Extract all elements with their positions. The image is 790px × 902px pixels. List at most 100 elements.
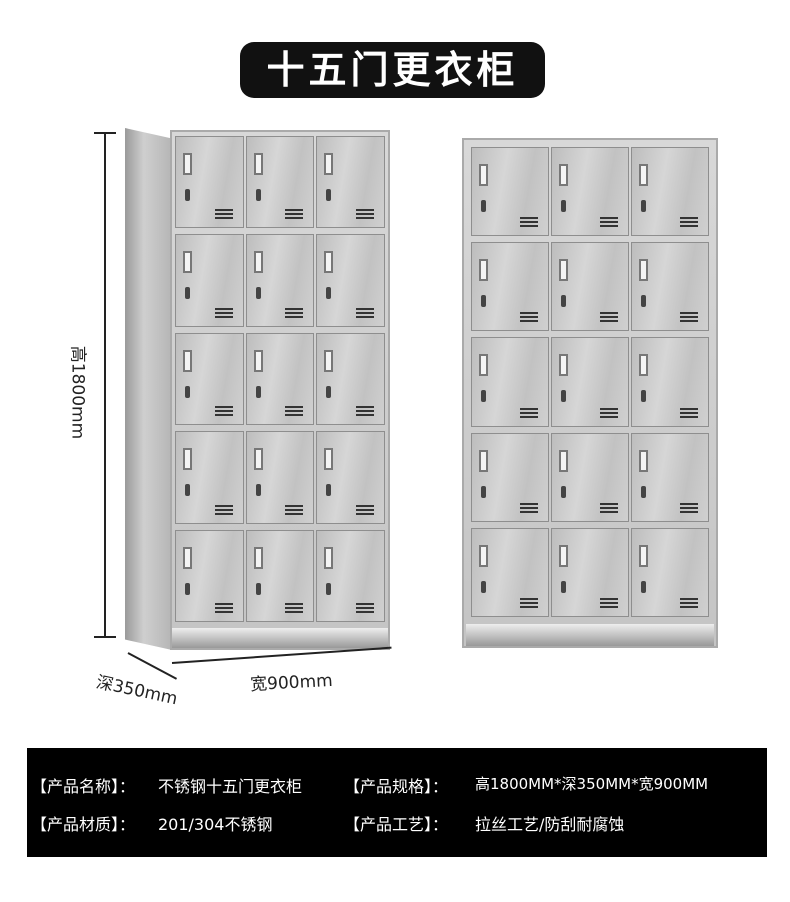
- lock-icon: [561, 390, 566, 403]
- locker-door[interactable]: [316, 529, 385, 622]
- locker-door[interactable]: [175, 234, 244, 327]
- door-handle-icon[interactable]: [183, 448, 192, 471]
- door-handle-icon[interactable]: [639, 164, 648, 186]
- door-handle-icon[interactable]: [639, 354, 648, 377]
- vent-icon: [355, 504, 374, 515]
- locker-door[interactable]: [471, 337, 549, 427]
- locker-door[interactable]: [551, 147, 629, 237]
- locker-door[interactable]: [471, 527, 549, 617]
- lock-icon: [481, 390, 486, 403]
- locker-door[interactable]: [471, 432, 549, 522]
- locker-door[interactable]: [175, 431, 244, 524]
- locker-door[interactable]: [245, 136, 315, 229]
- door-handle-icon[interactable]: [479, 354, 488, 377]
- name-value: 不锈钢十五门更衣柜: [158, 777, 303, 796]
- vent-icon: [600, 217, 618, 228]
- door-handle-icon[interactable]: [559, 259, 568, 282]
- locker-door[interactable]: [245, 234, 315, 327]
- vent-icon: [520, 312, 538, 323]
- vent-icon: [214, 504, 233, 515]
- door-handle-icon[interactable]: [253, 349, 263, 372]
- lock-icon: [481, 295, 486, 308]
- door-handle-icon[interactable]: [183, 251, 192, 274]
- door-handle-icon[interactable]: [183, 349, 192, 372]
- locker-door[interactable]: [316, 332, 385, 426]
- lock-icon: [641, 200, 646, 212]
- door-handle-icon[interactable]: [639, 449, 648, 472]
- lock-icon: [561, 485, 566, 498]
- locker-door[interactable]: [245, 529, 315, 622]
- locker-door[interactable]: [551, 432, 629, 522]
- door-handle-icon[interactable]: [324, 251, 334, 274]
- vent-icon: [680, 597, 698, 608]
- dimension-tick: [94, 132, 116, 134]
- cabinet-side-panel: [125, 128, 172, 650]
- door-handle-icon[interactable]: [559, 354, 568, 377]
- locker-door[interactable]: [316, 431, 385, 524]
- locker-door[interactable]: [551, 242, 629, 332]
- vent-icon: [520, 407, 538, 418]
- door-handle-icon[interactable]: [324, 153, 334, 175]
- vent-icon: [214, 307, 233, 318]
- door-handle-icon[interactable]: [479, 164, 488, 186]
- door-handle-icon[interactable]: [324, 546, 334, 569]
- lock-icon: [481, 485, 486, 498]
- door-handle-icon[interactable]: [253, 448, 263, 471]
- door-handle-icon[interactable]: [253, 251, 263, 274]
- lock-icon: [255, 582, 261, 595]
- door-handle-icon[interactable]: [639, 544, 648, 567]
- door-handle-icon[interactable]: [253, 546, 263, 569]
- cabinet-base: [172, 628, 388, 648]
- door-handle-icon[interactable]: [324, 349, 334, 372]
- locker-door[interactable]: [245, 431, 315, 524]
- vent-icon: [680, 217, 698, 228]
- lock-icon: [561, 200, 566, 212]
- door-handle-icon[interactable]: [479, 449, 488, 472]
- vent-icon: [600, 407, 618, 418]
- locker-door[interactable]: [316, 234, 385, 327]
- door-handle-icon[interactable]: [183, 153, 192, 175]
- door-handle-icon[interactable]: [559, 164, 568, 186]
- vent-icon: [680, 312, 698, 323]
- craft-label: 【产品工艺】：: [344, 815, 449, 834]
- lock-icon: [255, 287, 261, 300]
- locker-door[interactable]: [631, 337, 709, 427]
- lock-icon: [185, 484, 190, 497]
- door-handle-icon[interactable]: [183, 546, 192, 569]
- product-info-panel: 【产品名称】： 不锈钢十五门更衣柜 【产品规格】： 高1800MM*深350MM…: [27, 748, 767, 857]
- door-handle-icon[interactable]: [479, 259, 488, 282]
- height-label: 高1800mm: [67, 345, 88, 440]
- locker-door[interactable]: [175, 529, 244, 622]
- locker-door[interactable]: [316, 136, 385, 229]
- vent-icon: [680, 502, 698, 513]
- locker-door[interactable]: [245, 332, 315, 426]
- locker-door[interactable]: [551, 337, 629, 427]
- lock-icon: [641, 295, 646, 308]
- vent-icon: [285, 307, 304, 318]
- locker-door[interactable]: [631, 527, 709, 617]
- door-handle-icon[interactable]: [559, 544, 568, 567]
- door-handle-icon[interactable]: [253, 153, 263, 175]
- vent-icon: [285, 504, 304, 515]
- locker-door[interactable]: [551, 527, 629, 617]
- vent-icon: [520, 597, 538, 608]
- locker-door[interactable]: [631, 432, 709, 522]
- locker-door[interactable]: [471, 147, 549, 237]
- door-handle-icon[interactable]: [639, 259, 648, 282]
- locker-door[interactable]: [631, 242, 709, 332]
- locker-door[interactable]: [631, 147, 709, 237]
- locker-door[interactable]: [175, 332, 244, 426]
- door-handle-icon[interactable]: [559, 449, 568, 472]
- locker-door[interactable]: [471, 242, 549, 332]
- vent-icon: [680, 407, 698, 418]
- door-handle-icon[interactable]: [479, 544, 488, 567]
- vent-icon: [600, 502, 618, 513]
- door-grid: [470, 146, 710, 622]
- name-label: 【产品名称】：: [31, 777, 136, 796]
- locker-door[interactable]: [175, 136, 244, 229]
- dimension-tick: [94, 636, 116, 638]
- lock-icon: [326, 484, 332, 497]
- door-handle-icon[interactable]: [324, 448, 334, 471]
- vent-icon: [355, 209, 374, 220]
- lock-icon: [185, 582, 190, 595]
